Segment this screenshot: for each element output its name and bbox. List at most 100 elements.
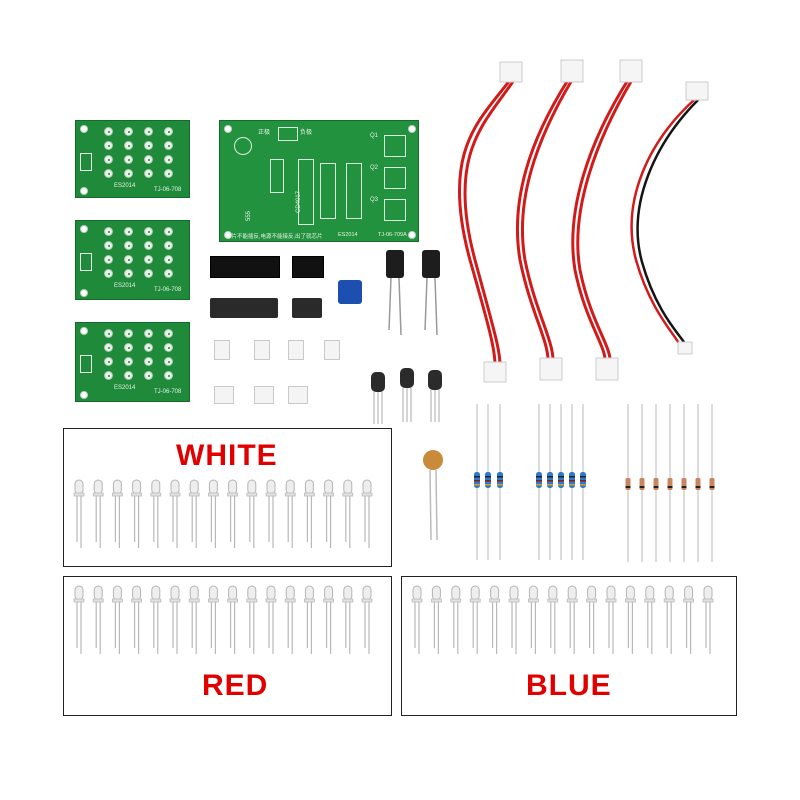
led	[169, 479, 181, 548]
led-board-3: ES2014 TJ-06-708	[75, 322, 190, 402]
led-pad	[124, 269, 133, 278]
led	[663, 585, 675, 654]
led-pad	[164, 227, 173, 236]
transistor-label: Q1	[370, 133, 379, 139]
led-pad	[124, 343, 133, 352]
mount-hole	[80, 125, 88, 133]
resistor	[485, 404, 491, 560]
connector-footprint	[80, 253, 92, 271]
pcb-connector-angled	[254, 386, 274, 404]
led-pad	[104, 141, 113, 150]
ic-timer-chip	[292, 298, 322, 318]
led-pad	[144, 269, 153, 278]
led	[150, 585, 162, 654]
cable-1	[457, 79, 516, 366]
diode	[695, 404, 701, 562]
led	[227, 585, 239, 654]
label-positive: 正极	[258, 130, 271, 136]
diode-group	[625, 404, 715, 562]
led	[547, 585, 559, 654]
led	[92, 585, 104, 654]
led	[188, 585, 200, 654]
led-pad	[164, 371, 173, 380]
transistor-label: Q3	[370, 197, 379, 203]
led-pad	[144, 169, 153, 178]
led-pad	[144, 357, 153, 366]
led	[265, 479, 277, 548]
led	[508, 585, 520, 654]
led	[566, 585, 578, 654]
led-pad	[124, 169, 133, 178]
led	[284, 585, 296, 654]
mount-hole	[80, 327, 88, 335]
board-model: ES2014	[338, 232, 358, 238]
led	[683, 585, 694, 654]
diode	[709, 404, 715, 562]
mount-hole	[408, 125, 416, 133]
transistor	[371, 372, 385, 424]
board-date: TJ-06-708	[154, 287, 182, 293]
led	[342, 479, 354, 548]
led	[227, 479, 239, 548]
diode	[625, 404, 631, 562]
resistor-group	[474, 404, 586, 560]
transistor-footprint-q3	[384, 199, 406, 221]
led-pad	[124, 329, 133, 338]
led	[131, 479, 143, 548]
pot-footprint	[234, 137, 252, 155]
mount-hole	[80, 289, 88, 297]
led-pad	[144, 141, 153, 150]
led-pad	[164, 269, 173, 278]
cable-3	[571, 79, 634, 361]
led-pad	[104, 227, 113, 236]
led	[342, 585, 354, 654]
led-pad	[144, 371, 153, 380]
resistor-footprints	[346, 163, 362, 219]
led-pad	[124, 155, 133, 164]
led-pad	[124, 227, 133, 236]
resistor	[547, 404, 553, 560]
led	[246, 479, 258, 548]
electrolytic-capacitor	[386, 250, 404, 336]
ceramic-capacitor	[423, 450, 443, 541]
led-pad	[124, 141, 133, 150]
red-leds	[73, 585, 373, 654]
resistor	[580, 404, 586, 560]
led	[73, 479, 85, 548]
led-pad	[144, 329, 153, 338]
cable-connector	[560, 59, 584, 83]
led	[112, 585, 123, 654]
led-pad	[144, 127, 153, 136]
led	[265, 585, 277, 654]
led	[469, 585, 481, 654]
diode	[653, 404, 659, 562]
board-model: ES2014	[114, 283, 136, 289]
cable-4	[630, 99, 699, 346]
white-led-panel: WHITE	[63, 428, 392, 567]
led-pad	[104, 241, 113, 250]
cable-2	[516, 79, 574, 361]
led-pad	[124, 371, 133, 380]
led	[150, 479, 162, 548]
power-connector-footprint	[278, 127, 298, 141]
resistor	[536, 404, 542, 560]
led	[528, 585, 539, 654]
cable-connector	[677, 341, 693, 355]
led	[131, 585, 143, 654]
led-pad	[164, 141, 173, 150]
cable-connector	[483, 361, 507, 383]
led-pad	[124, 241, 133, 250]
led-pad	[164, 127, 173, 136]
led	[188, 479, 200, 548]
led	[303, 585, 315, 654]
led-pad	[164, 357, 173, 366]
cable-connector	[595, 357, 619, 381]
led	[644, 585, 656, 654]
led-pad	[104, 155, 113, 164]
led	[702, 585, 714, 654]
mount-hole	[224, 125, 232, 133]
ic-counter-chip	[210, 298, 278, 318]
led-pad	[144, 241, 153, 250]
resistor	[558, 404, 564, 560]
led	[323, 585, 335, 654]
